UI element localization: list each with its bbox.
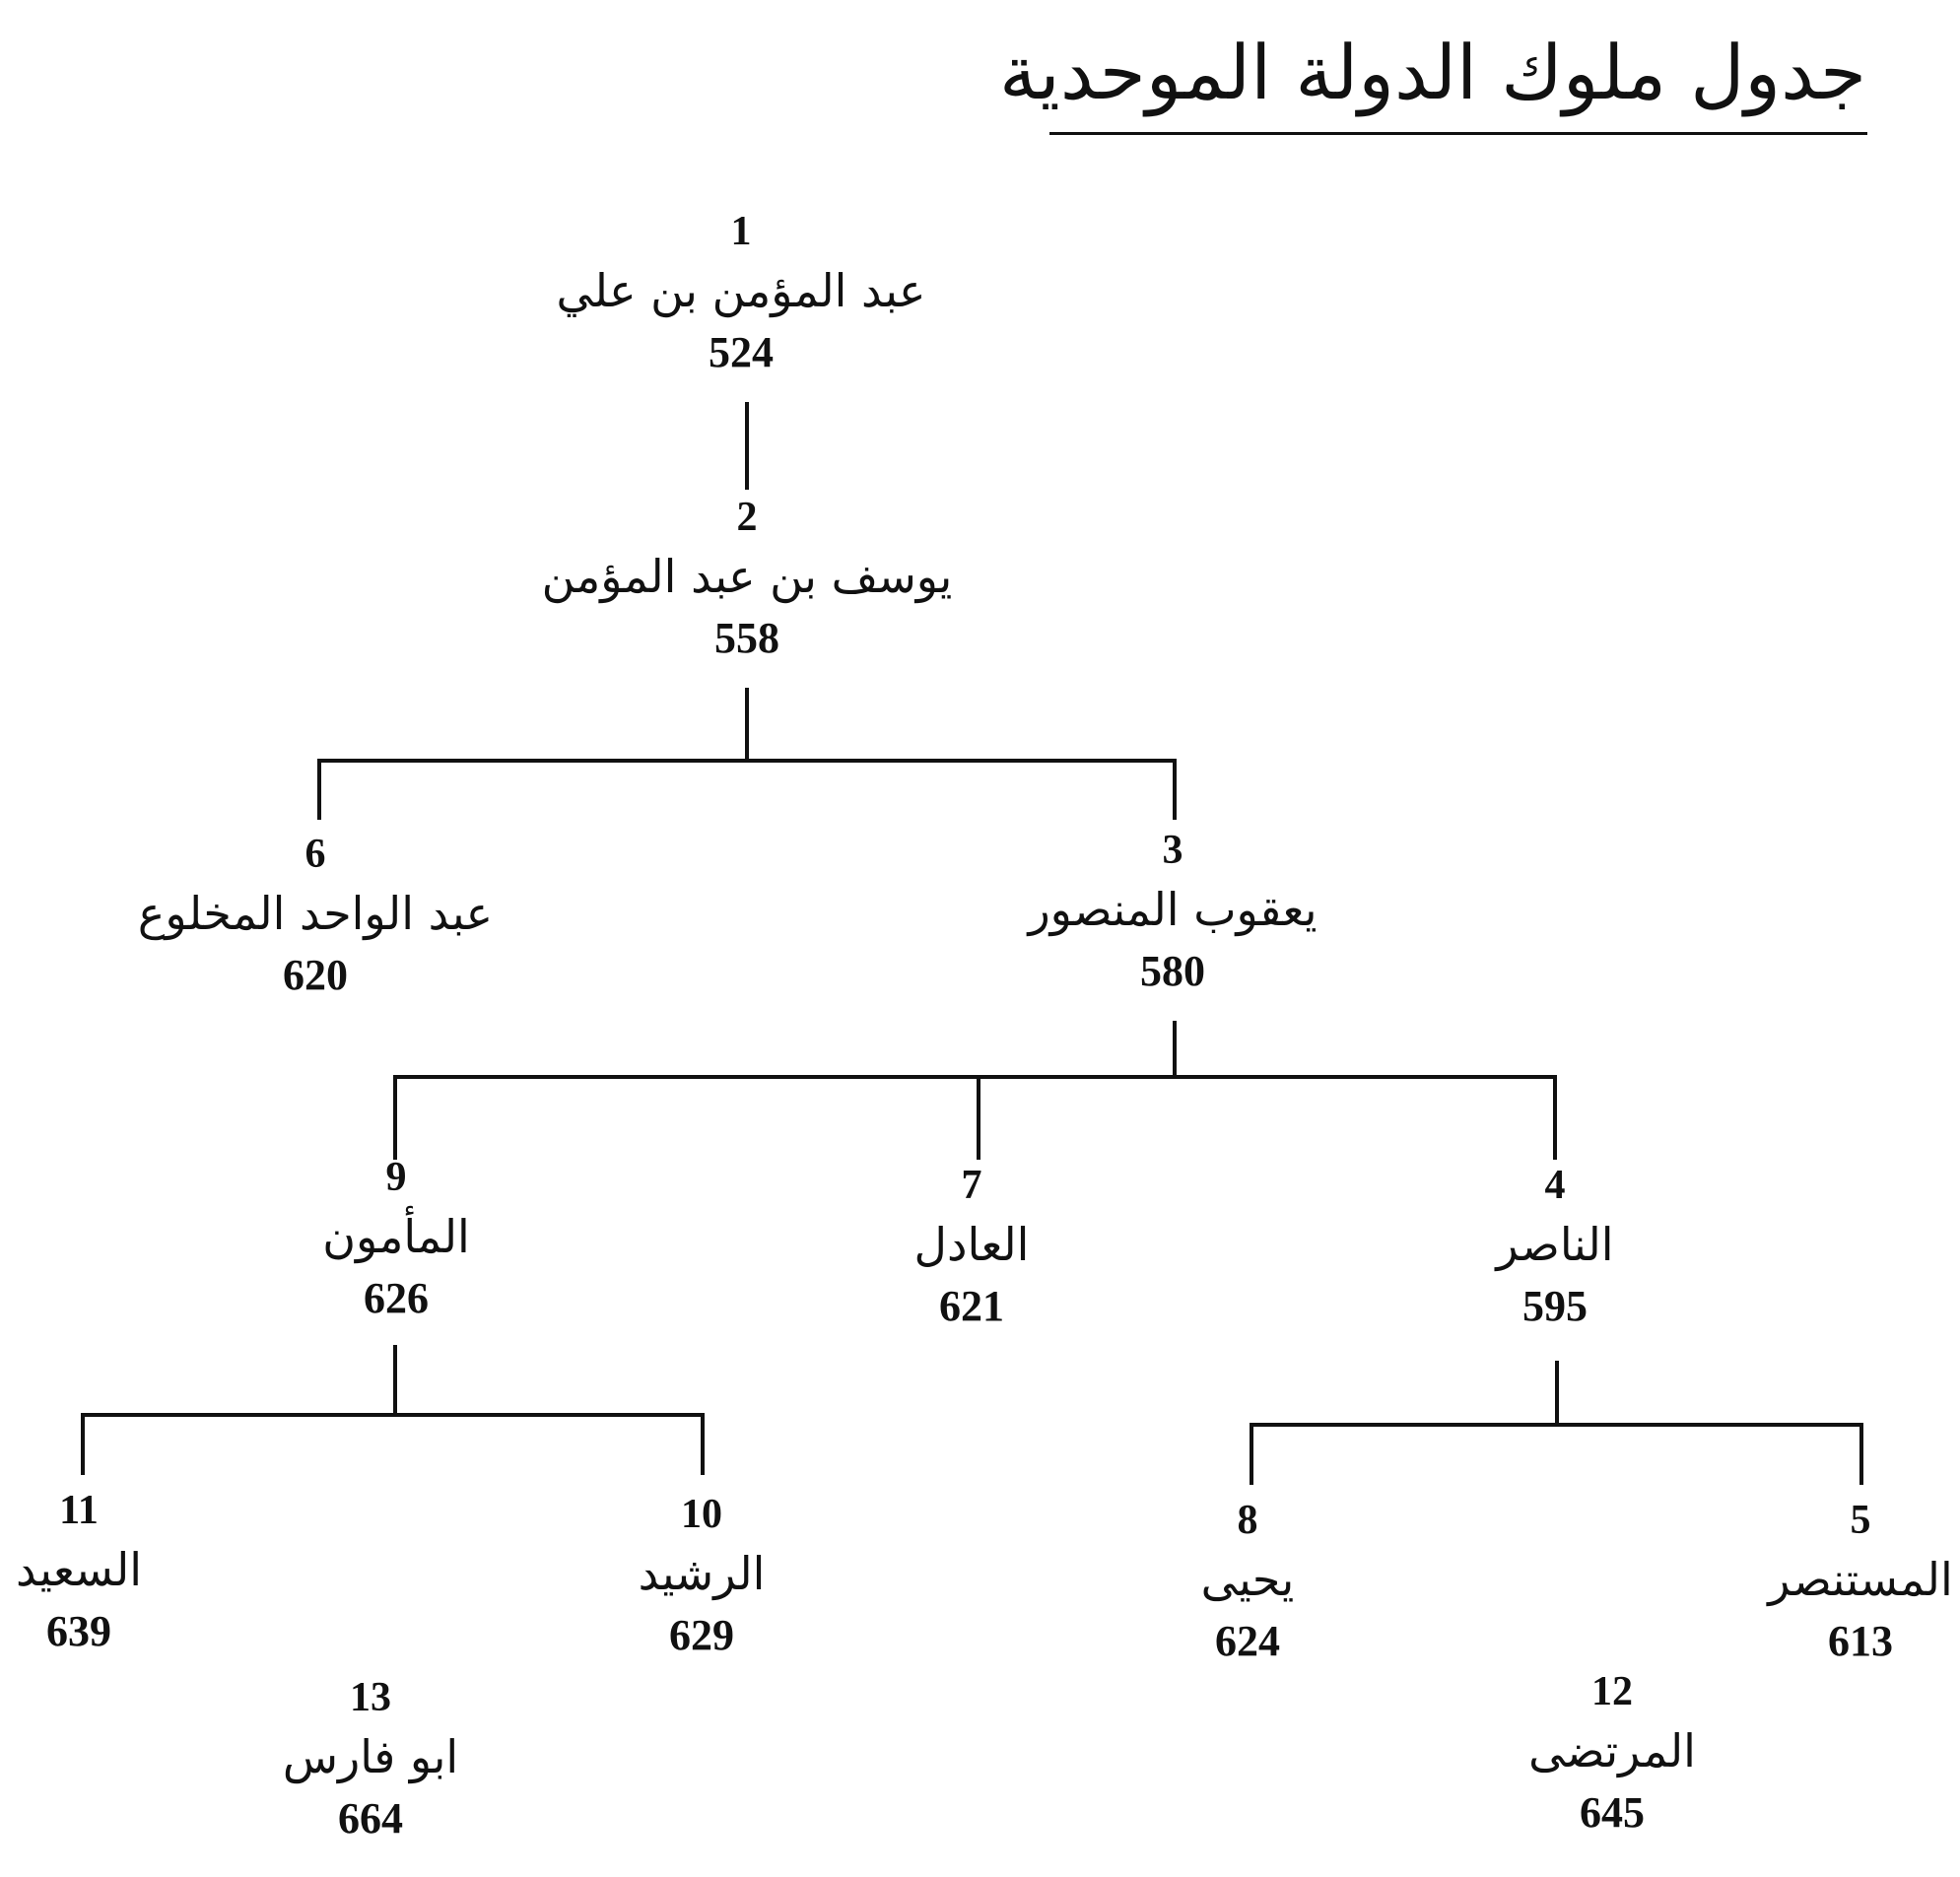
ruler-node-7: 7 العادل 621 — [735, 1161, 1208, 1334]
ruler-node-12: 12 المرتضى 645 — [1376, 1667, 1849, 1841]
ruler-node-11: 11 السعيد 639 — [0, 1486, 315, 1659]
ruler-name: يحيى — [1200, 1553, 1295, 1606]
ruler-order: 8 — [1237, 1498, 1258, 1543]
ruler-node-5: 5 المستنصر 613 — [1624, 1496, 1960, 1669]
ruler-order: 12 — [1591, 1669, 1633, 1714]
ruler-order: 5 — [1850, 1498, 1871, 1543]
page-title: جدول ملوك الدولة الموحدية — [998, 29, 1866, 116]
ruler-year: 613 — [1828, 1617, 1893, 1665]
ruler-name: العادل — [913, 1218, 1030, 1271]
ruler-node-6: 6 عبد الواحد المخلوع 620 — [79, 830, 552, 1003]
ruler-node-1: 1 عبد المؤمن بن علي 524 — [505, 207, 978, 380]
ruler-year: 620 — [283, 951, 348, 999]
ruler-name: المأمون — [322, 1210, 470, 1263]
ruler-year: 621 — [939, 1282, 1004, 1330]
title-underline — [1049, 132, 1867, 135]
ruler-year: 626 — [364, 1274, 429, 1322]
ruler-year: 639 — [46, 1607, 111, 1655]
ruler-node-10: 10 الرشيد 629 — [465, 1490, 938, 1663]
ruler-node-13: 13 ابو فارس 664 — [134, 1673, 607, 1846]
ruler-order: 6 — [304, 832, 326, 877]
ruler-year: 580 — [1140, 947, 1205, 995]
ruler-order: 10 — [681, 1492, 722, 1537]
ruler-name: المستنصر — [1768, 1553, 1953, 1606]
ruler-year: 524 — [709, 328, 774, 376]
ruler-name: الرشيد — [638, 1547, 766, 1600]
ruler-node-2: 2 يوسف بن عبد المؤمن 558 — [510, 493, 983, 666]
ruler-year: 624 — [1215, 1617, 1280, 1665]
ruler-name: عبد الواحد المخلوع — [137, 887, 494, 940]
ruler-order: 9 — [385, 1155, 407, 1200]
ruler-year: 595 — [1522, 1282, 1588, 1330]
ruler-name: المرتضى — [1528, 1724, 1696, 1777]
ruler-order: 7 — [961, 1163, 982, 1208]
ruler-order: 4 — [1544, 1163, 1566, 1208]
ruler-order: 11 — [59, 1488, 99, 1533]
ruler-year: 664 — [338, 1794, 403, 1843]
ruler-year: 629 — [669, 1611, 734, 1659]
ruler-node-8: 8 يحيى 624 — [1011, 1496, 1484, 1669]
ruler-node-4: 4 الناصر 595 — [1318, 1161, 1791, 1334]
ruler-order: 3 — [1162, 828, 1183, 873]
ruler-order: 1 — [730, 209, 752, 254]
ruler-name: يوسف بن عبد المؤمن — [541, 550, 953, 603]
ruler-year: 645 — [1580, 1788, 1645, 1837]
ruler-name: السعيد — [15, 1543, 143, 1596]
ruler-order: 2 — [736, 495, 758, 540]
ruler-node-9: 9 المأمون 626 — [160, 1153, 633, 1326]
ruler-name: الناصر — [1496, 1218, 1614, 1271]
ruler-year: 558 — [714, 614, 779, 662]
ruler-name: ابو فارس — [282, 1730, 459, 1783]
ruler-node-3: 3 يعقوب المنصور 580 — [936, 826, 1409, 999]
ruler-order: 13 — [350, 1675, 391, 1720]
ruler-name: يعقوب المنصور — [1028, 883, 1318, 936]
ruler-name: عبد المؤمن بن علي — [556, 264, 926, 317]
